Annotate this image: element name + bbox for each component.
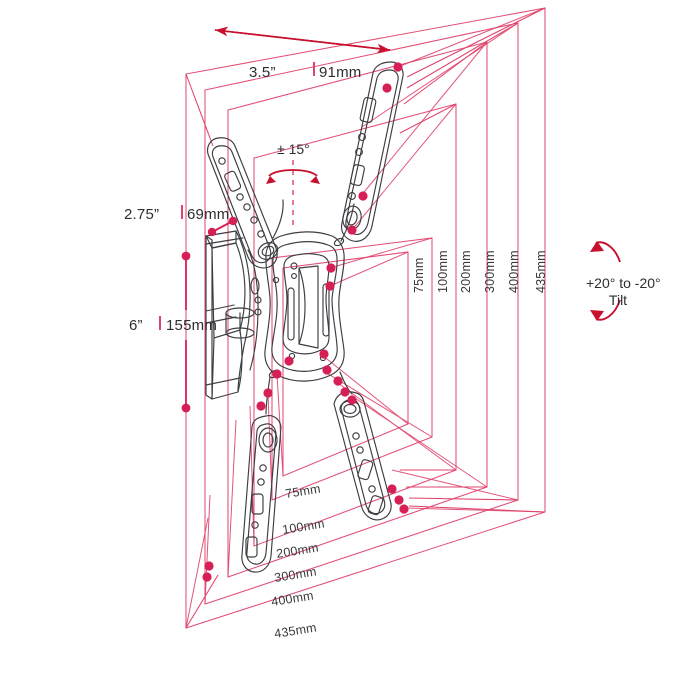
vesa-horizontal-label-0: 75mm: [284, 482, 321, 501]
arm-lower-right: [333, 390, 392, 521]
tilt-range-label: +20° to -20°: [586, 275, 661, 291]
extension-callout: 6” 155mm: [129, 316, 217, 334]
vesa-horizontal-label-5: 435mm: [273, 620, 317, 641]
vesa-leader-lines: [185, 7, 546, 629]
vesa-horizontal-label-3: 300mm: [273, 564, 317, 585]
arm-offset-leader: [207, 216, 238, 237]
vesa-box-300: [227, 41, 488, 578]
arm-upper-left: [206, 137, 279, 269]
depth-imperial: 3.5”: [249, 64, 276, 81]
vesa-vertical-label-4: 400mm: [507, 250, 521, 293]
vesa-vertical-label-1: 100mm: [436, 250, 450, 293]
vesa-horizontal-label-4: 400mm: [270, 588, 314, 609]
vesa-vertical-label-0: 75mm: [412, 257, 426, 293]
center-plate: [264, 231, 345, 382]
swivel-indicator: [266, 160, 320, 228]
depth-dimension-arrow: [214, 26, 391, 54]
arm-lower-left: [241, 414, 282, 573]
arm-offset-metric: 69mm: [187, 206, 229, 223]
arm-offset-imperial: 2.75”: [124, 206, 159, 223]
tilt-arrowheads: [590, 241, 604, 321]
tilt-label: Tilt: [609, 292, 627, 308]
vesa-point-markers: [202, 62, 409, 582]
extension-metric: 155mm: [166, 317, 217, 334]
depth-callout: 3.5” 91mm: [249, 62, 361, 81]
arm-upper-right: [340, 61, 404, 242]
wall-plate-profile: [205, 230, 262, 400]
tilt-indicator: [595, 241, 621, 321]
arm-offset-callout: 2.75” 69mm: [124, 205, 229, 223]
vesa-vertical-label-3: 300mm: [483, 250, 497, 293]
vesa-vertical-label-2: 200mm: [459, 250, 473, 293]
vesa-horizontal-label-1: 100mm: [281, 516, 325, 537]
swivel-label: ± 15°: [277, 141, 310, 157]
vesa-horizontal-label-2: 200mm: [275, 540, 319, 561]
depth-metric: 91mm: [319, 64, 361, 81]
vesa-box-75: [282, 251, 409, 477]
vesa-vertical-labels: 75mm 100mm 200mm 300mm 400mm 435mm: [412, 250, 548, 293]
vesa-vertical-label-5: 435mm: [534, 250, 548, 293]
vesa-horizontal-labels: 75mm 100mm 200mm 300mm 400mm 435mm: [270, 482, 325, 641]
extension-imperial: 6”: [129, 317, 143, 334]
extension-dimension-line: [181, 251, 191, 413]
